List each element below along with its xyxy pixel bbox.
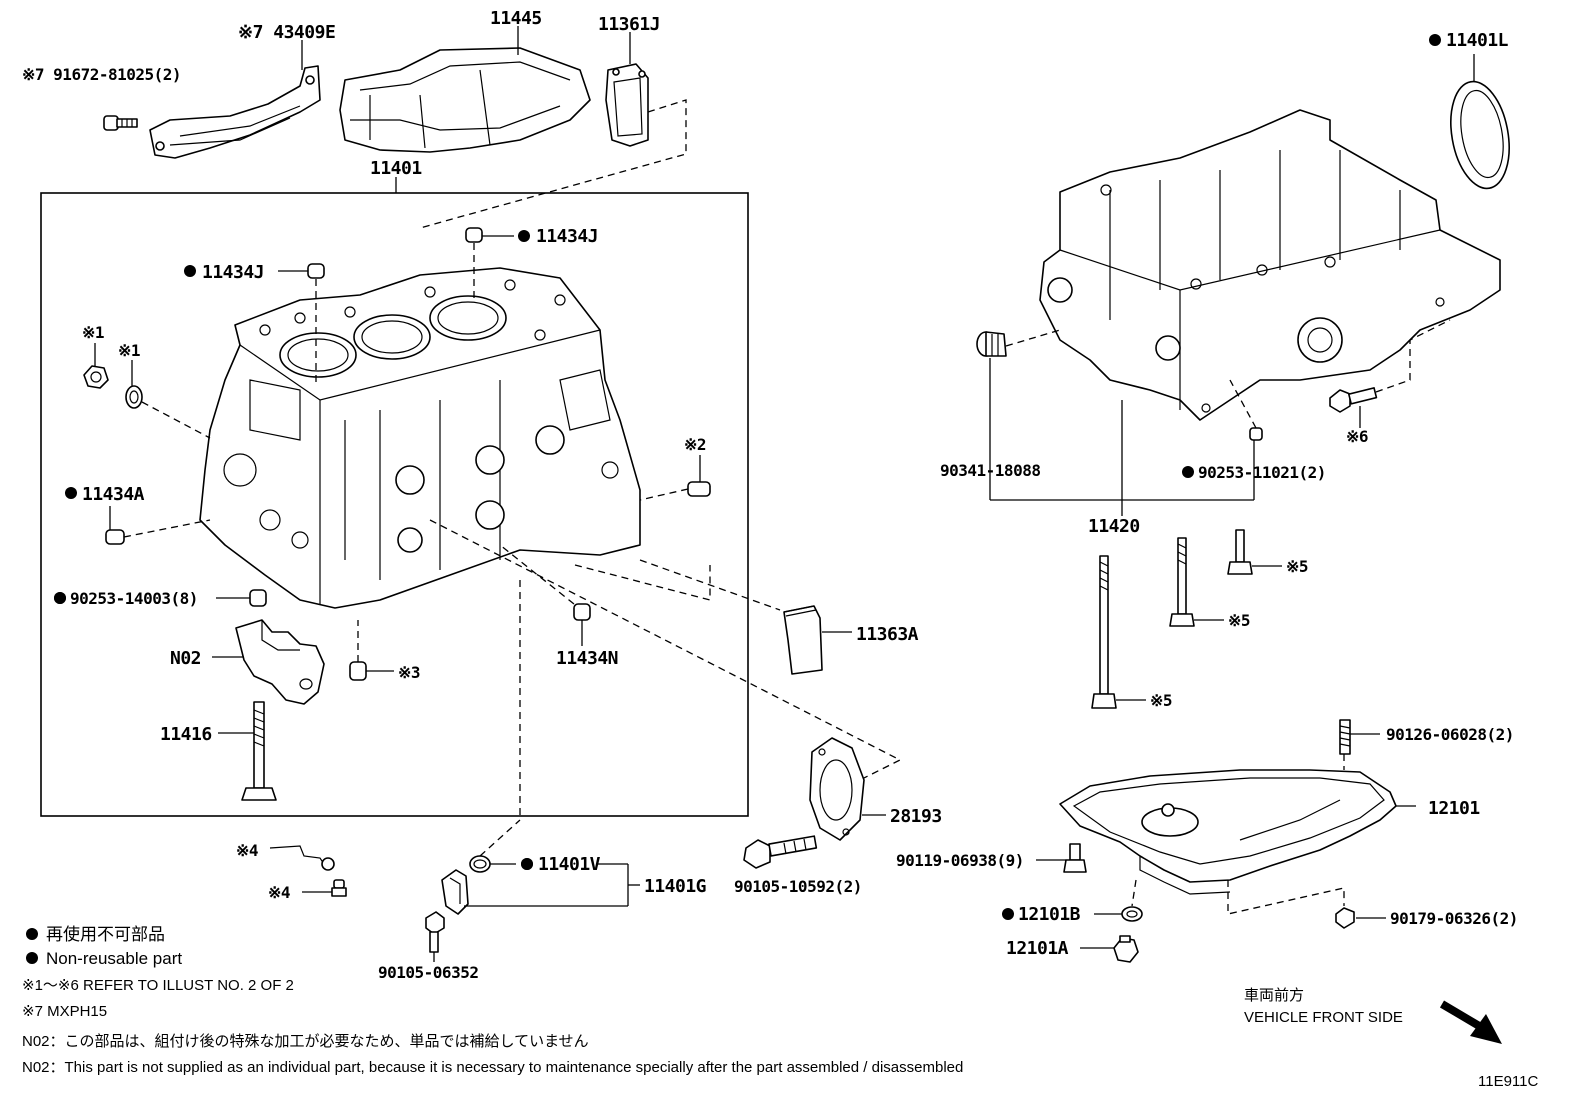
- label-11445: 11445: [490, 8, 542, 29]
- note-n02-jp: N02：この部品は、組付け後の特殊な加工が必要なため、単品では補給していません: [22, 1033, 589, 1050]
- dowel-pin-11434J-top-icon: [465, 227, 483, 243]
- plug-90341-18088-icon: [976, 331, 1007, 357]
- gasket-11363A-icon: [783, 605, 823, 675]
- bolt-ref4-icon: [331, 879, 347, 897]
- label-11434A: 11434A: [82, 484, 145, 505]
- bearing-cap-N02-icon: [235, 619, 325, 705]
- label-90253-14003: 90253-14003(8): [70, 589, 198, 608]
- bolt-ref6-icon: [1329, 387, 1378, 413]
- label-11401V: 11401V: [538, 854, 601, 875]
- label-11434J-left: 11434J: [202, 262, 264, 283]
- label-11363A: 11363A: [856, 624, 919, 645]
- bolt-11416-icon: [241, 701, 277, 801]
- dowel-pin-90253-14003-icon: [249, 589, 267, 607]
- pin-90253-11021-icon: [1249, 427, 1263, 441]
- sensor-11401G-icon: [441, 869, 469, 915]
- label-90105-10592: 90105-10592(2): [734, 877, 862, 896]
- label-ref6: ※6: [1346, 427, 1368, 446]
- nonreusable-dot-90253-14003-icon: [54, 592, 66, 604]
- nonreusable-dot-11401V-icon: [521, 858, 533, 870]
- label-90119-06938: 90119-06938(9): [896, 851, 1024, 870]
- o-ring-11401V-icon: [469, 855, 491, 873]
- cylinder-block-icon: [199, 267, 641, 609]
- label-11401L: 11401L: [1446, 30, 1509, 51]
- legend-nonreusable-jp: 再使用不可部品: [46, 924, 165, 944]
- label-ref5-long: ※5: [1150, 691, 1172, 710]
- label-11401: 11401: [370, 158, 422, 179]
- bracket-43409E-icon: [149, 65, 321, 159]
- note-n02-en: N02：This part is not supplied as an indi…: [22, 1059, 963, 1076]
- nut-90179-06326-icon: [1335, 907, 1355, 929]
- label-ref4-bolt: ※4: [268, 883, 290, 902]
- oil-pan-12101-icon: [1059, 769, 1397, 895]
- oil-seal-11401L-icon: [1450, 80, 1510, 190]
- gasket-28193-icon: [809, 737, 865, 841]
- bolt-ref5-mid-icon: [1169, 537, 1195, 627]
- dowel-pin-11434A-icon: [105, 529, 125, 545]
- label-12101A: 12101A: [1006, 938, 1069, 959]
- bolt-ref5-short-icon: [1227, 529, 1253, 575]
- label-11361J: 11361J: [598, 14, 660, 35]
- label-11416: 11416: [160, 724, 212, 745]
- label-ref5-short: ※5: [1286, 557, 1308, 576]
- dowel-pin-11434N-icon: [573, 603, 591, 621]
- dowel-pin-11434J-left-icon: [307, 263, 325, 279]
- stud-90126-06028-icon: [1339, 719, 1351, 755]
- bolt-ref5-long-icon: [1091, 555, 1117, 709]
- label-11401G: 11401G: [644, 876, 706, 897]
- crankcase-11420-icon: [1039, 109, 1501, 421]
- dowel-pin-ref2-icon: [687, 481, 711, 497]
- legend-model: ※7 MXPH15: [22, 1003, 107, 1020]
- label-90179-06326: 90179-06326(2): [1390, 909, 1518, 928]
- label-12101: 12101: [1428, 798, 1480, 819]
- label-ref4-clip: ※4: [236, 841, 258, 860]
- label-ref1-nut: ※1: [82, 323, 104, 342]
- cylinder-block-assembly-frame: [40, 192, 749, 817]
- bolt-90105-10592-icon: [743, 835, 818, 869]
- drain-plug-12101A-icon: [1113, 935, 1139, 963]
- label-90126-06028: 90126-06028(2): [1386, 725, 1514, 744]
- washer-ref1-icon: [125, 385, 143, 409]
- label-90341-18088: 90341-18088: [940, 461, 1040, 480]
- label-12101B: 12101B: [1018, 904, 1081, 925]
- direction-jp: 車両前方: [1244, 987, 1304, 1004]
- cover-11445-icon: [339, 47, 591, 153]
- legend-refer: ※1～※6 REFER TO ILLUST NO. 2 OF 2: [22, 977, 294, 994]
- label-28193: 28193: [890, 806, 942, 827]
- bolt-90105-06352-icon: [425, 911, 445, 953]
- illustration-code: 11E911C: [1478, 1073, 1538, 1090]
- seal-11361J-icon: [605, 63, 649, 147]
- dowel-pin-ref3-icon: [349, 661, 367, 681]
- direction-en: VEHICLE FRONT SIDE: [1244, 1009, 1403, 1026]
- label-ref5-mid: ※5: [1228, 611, 1250, 630]
- label-ref3: ※3: [398, 663, 420, 682]
- label-11420: 11420: [1088, 516, 1140, 537]
- clip-ref4-icon: [269, 845, 335, 871]
- legend-dot-en-icon: [26, 952, 38, 964]
- bolt-91672-icon: [103, 115, 138, 131]
- bolt-90119-06938-icon: [1063, 843, 1087, 873]
- label-43409E: ※7 43409E: [238, 22, 335, 43]
- legend-nonreusable-en: Non-reusable part: [46, 949, 182, 968]
- label-90105-06352: 90105-06352: [378, 963, 478, 982]
- nut-ref1-icon: [83, 365, 109, 389]
- label-ref1-washer: ※1: [118, 341, 140, 360]
- front-direction-arrow-icon: [1439, 1000, 1502, 1044]
- label-11434J-top: 11434J: [536, 226, 598, 247]
- label-ref2: ※2: [684, 435, 706, 454]
- legend-dot-jp-icon: [26, 928, 38, 940]
- gasket-12101B-icon: [1121, 906, 1143, 922]
- label-91672-81025: ※7 91672-81025(2): [22, 65, 181, 84]
- label-N02: N02: [170, 648, 201, 669]
- label-90253-11021: 90253-11021(2): [1198, 463, 1326, 482]
- label-11434N: 11434N: [556, 648, 618, 669]
